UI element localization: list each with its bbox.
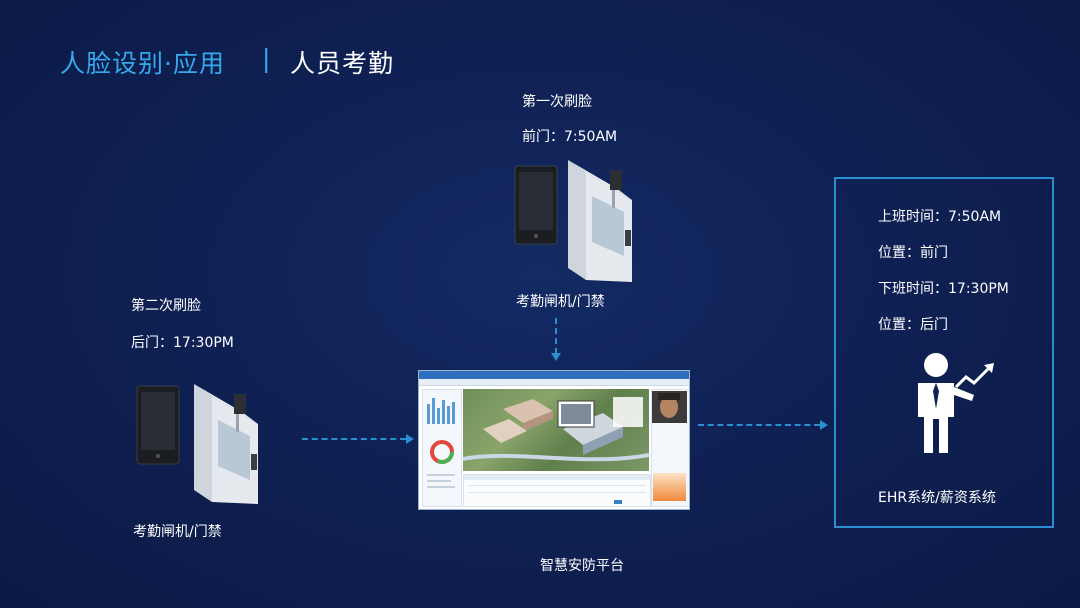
first-gate-device [512,160,642,285]
platform-titlebar [419,371,690,379]
left-connector [302,438,406,440]
right-arrow-icon [406,434,414,444]
presenter-person-icon [908,351,1004,455]
down-connector [555,318,557,354]
face-terminal-icon [137,386,179,464]
trend-arrow-icon [956,363,994,387]
platform-left-panel [422,389,462,507]
second-device-caption: 考勤闸机/门禁 [133,521,222,541]
face-terminal-icon [515,166,557,244]
platform-record-table [463,474,651,507]
platform-area-chart [653,473,686,501]
slide-subtitle: 人员考勤 [290,44,394,80]
second-scan-detail: 后门：17:30PM [131,332,234,352]
right-connector [698,424,820,426]
platform-stats-graphic [423,390,461,506]
platform-map-view [463,389,649,471]
platform-caption: 智慧安防平台 [540,555,624,575]
platform-tabs [419,379,690,386]
campus-map-graphic [463,389,649,471]
clock-out-time: 下班时间：17:30PM [878,278,1009,298]
title-separator: | [262,44,270,73]
turnstile-gate-icon [568,160,632,282]
down-arrow-icon [551,353,561,361]
right-arrow-icon [820,420,828,430]
turnstile-gate-icon [194,384,258,504]
hr-system-panel: 上班时间：7:50AM 位置：前门 下班时间：17:30PM 位置：后门 EHR… [834,177,1054,528]
first-device-caption: 考勤闸机/门禁 [516,291,605,311]
clock-in-time: 上班时间：7:50AM [878,206,1001,226]
second-gate-device [134,382,264,507]
platform-face-capture [652,391,687,423]
hr-system-caption: EHR系统/薪资系统 [878,487,996,507]
first-scan-detail: 前门：7:50AM [522,126,617,146]
slide-title: 人脸设别·应用 [60,44,225,80]
face-photo-graphic [652,391,687,423]
table-rows-graphic [464,475,650,506]
first-scan-label: 第一次刷脸 [522,91,592,111]
second-scan-label: 第二次刷脸 [131,295,201,315]
platform-screenshot [418,370,690,510]
clock-out-location: 位置：后门 [878,314,948,334]
clock-in-location: 位置：前门 [878,242,948,262]
